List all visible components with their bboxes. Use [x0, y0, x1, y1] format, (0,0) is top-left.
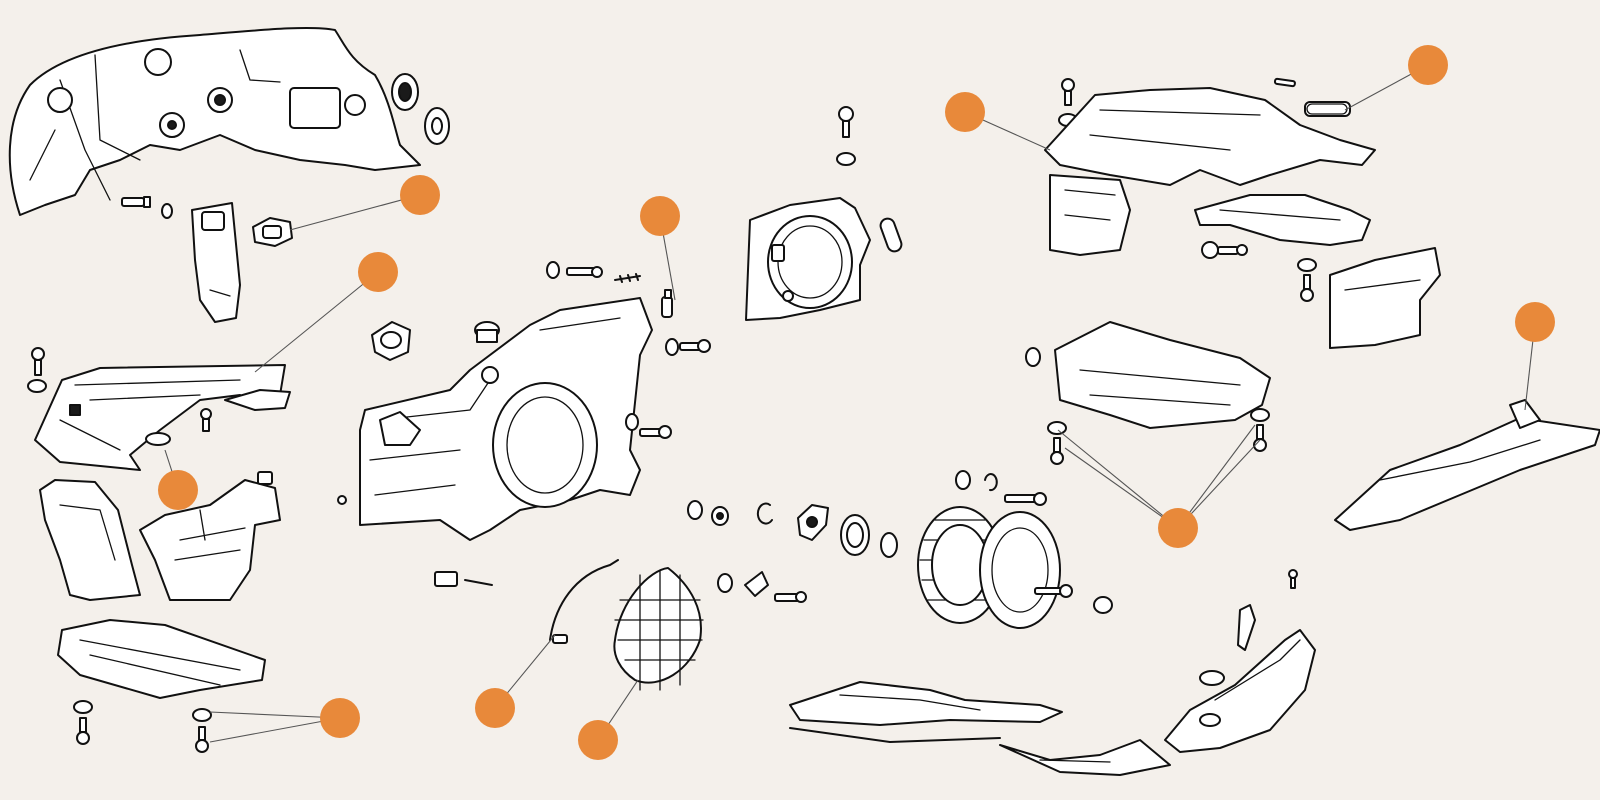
- hotspot-marker[interactable]: [320, 698, 360, 738]
- cooling-fan-housing: [359, 297, 653, 541]
- bracket: [1237, 604, 1256, 651]
- deflector: [999, 739, 1171, 776]
- cable-clamp: [549, 559, 619, 644]
- exhaust-shroud: [1164, 629, 1316, 753]
- bolt: [774, 591, 807, 603]
- fan-hub: [797, 504, 829, 541]
- bushing: [879, 217, 903, 253]
- hotspot-marker[interactable]: [578, 720, 618, 760]
- clip: [756, 502, 773, 525]
- hotspot-marker[interactable]: [1158, 508, 1198, 548]
- hotspot-marker[interactable]: [400, 175, 440, 215]
- bolt: [1201, 241, 1248, 259]
- hotspot-marker[interactable]: [475, 688, 515, 728]
- spacer: [840, 514, 870, 556]
- washer: [625, 413, 639, 431]
- upper-heater-plate: [1044, 87, 1376, 186]
- hotspot-marker[interactable]: [945, 92, 985, 132]
- heater-duct-box: [1049, 174, 1131, 256]
- clip: [744, 571, 769, 597]
- spring: [464, 579, 493, 586]
- bolt: [73, 700, 93, 745]
- screw: [337, 495, 347, 505]
- hotspot-marker[interactable]: [158, 470, 198, 510]
- temperature-sensor: [661, 289, 673, 318]
- washer: [1199, 670, 1225, 686]
- screw: [1273, 77, 1296, 88]
- washer: [836, 152, 856, 166]
- oil-filler-cap: [474, 321, 500, 343]
- grommet: [391, 73, 419, 111]
- screw: [121, 196, 151, 208]
- bolt: [1004, 492, 1047, 506]
- bolt: [192, 708, 212, 753]
- lower-tray: [57, 619, 266, 699]
- hotspot-marker[interactable]: [640, 196, 680, 236]
- fan-shroud-half: [745, 197, 871, 321]
- bolt: [679, 339, 711, 353]
- nut: [711, 506, 729, 526]
- washer: [1025, 347, 1041, 367]
- hotspot-marker[interactable]: [1515, 302, 1555, 342]
- washer: [955, 470, 971, 490]
- clip: [434, 571, 458, 587]
- fan-wheel: [917, 506, 1061, 629]
- bolt: [566, 266, 603, 278]
- rear-engine-seal-plate: [1334, 399, 1600, 531]
- grille-cover: [613, 567, 704, 691]
- clip: [984, 473, 998, 492]
- bolt: [1250, 408, 1270, 452]
- washer: [880, 532, 898, 558]
- nut: [257, 471, 273, 485]
- cylinder-deflector: [1194, 194, 1371, 246]
- bolt: [200, 408, 212, 432]
- washer: [161, 203, 173, 219]
- hotspots: [158, 45, 1555, 760]
- washer: [717, 573, 733, 593]
- hotspot-marker[interactable]: [358, 252, 398, 292]
- bolt: [1047, 421, 1067, 465]
- heater-box-half: [139, 479, 281, 601]
- pulley-cover: [371, 321, 411, 361]
- screw: [1288, 569, 1298, 589]
- nut: [1093, 596, 1113, 614]
- washer: [546, 261, 560, 279]
- lower-deflector-plate: [789, 681, 1063, 743]
- grommet: [424, 107, 450, 145]
- hotspot-marker[interactable]: [1408, 45, 1448, 85]
- fan-shroud: [8, 26, 421, 216]
- bolt: [639, 425, 672, 439]
- heater-duct: [39, 479, 141, 601]
- spring: [614, 273, 641, 283]
- gasket: [252, 217, 293, 247]
- bracket: [191, 202, 241, 323]
- leader-lines: [164, 64, 1536, 743]
- bolt: [1034, 584, 1073, 598]
- cylinder-cover-plate: [34, 364, 291, 471]
- washer: [687, 500, 703, 520]
- side-deflector: [1329, 247, 1441, 349]
- bolt: [1297, 258, 1317, 302]
- bolt: [27, 347, 47, 393]
- bolt: [838, 106, 854, 138]
- cylinder-cover-plate: [1054, 321, 1271, 429]
- washer: [665, 338, 679, 356]
